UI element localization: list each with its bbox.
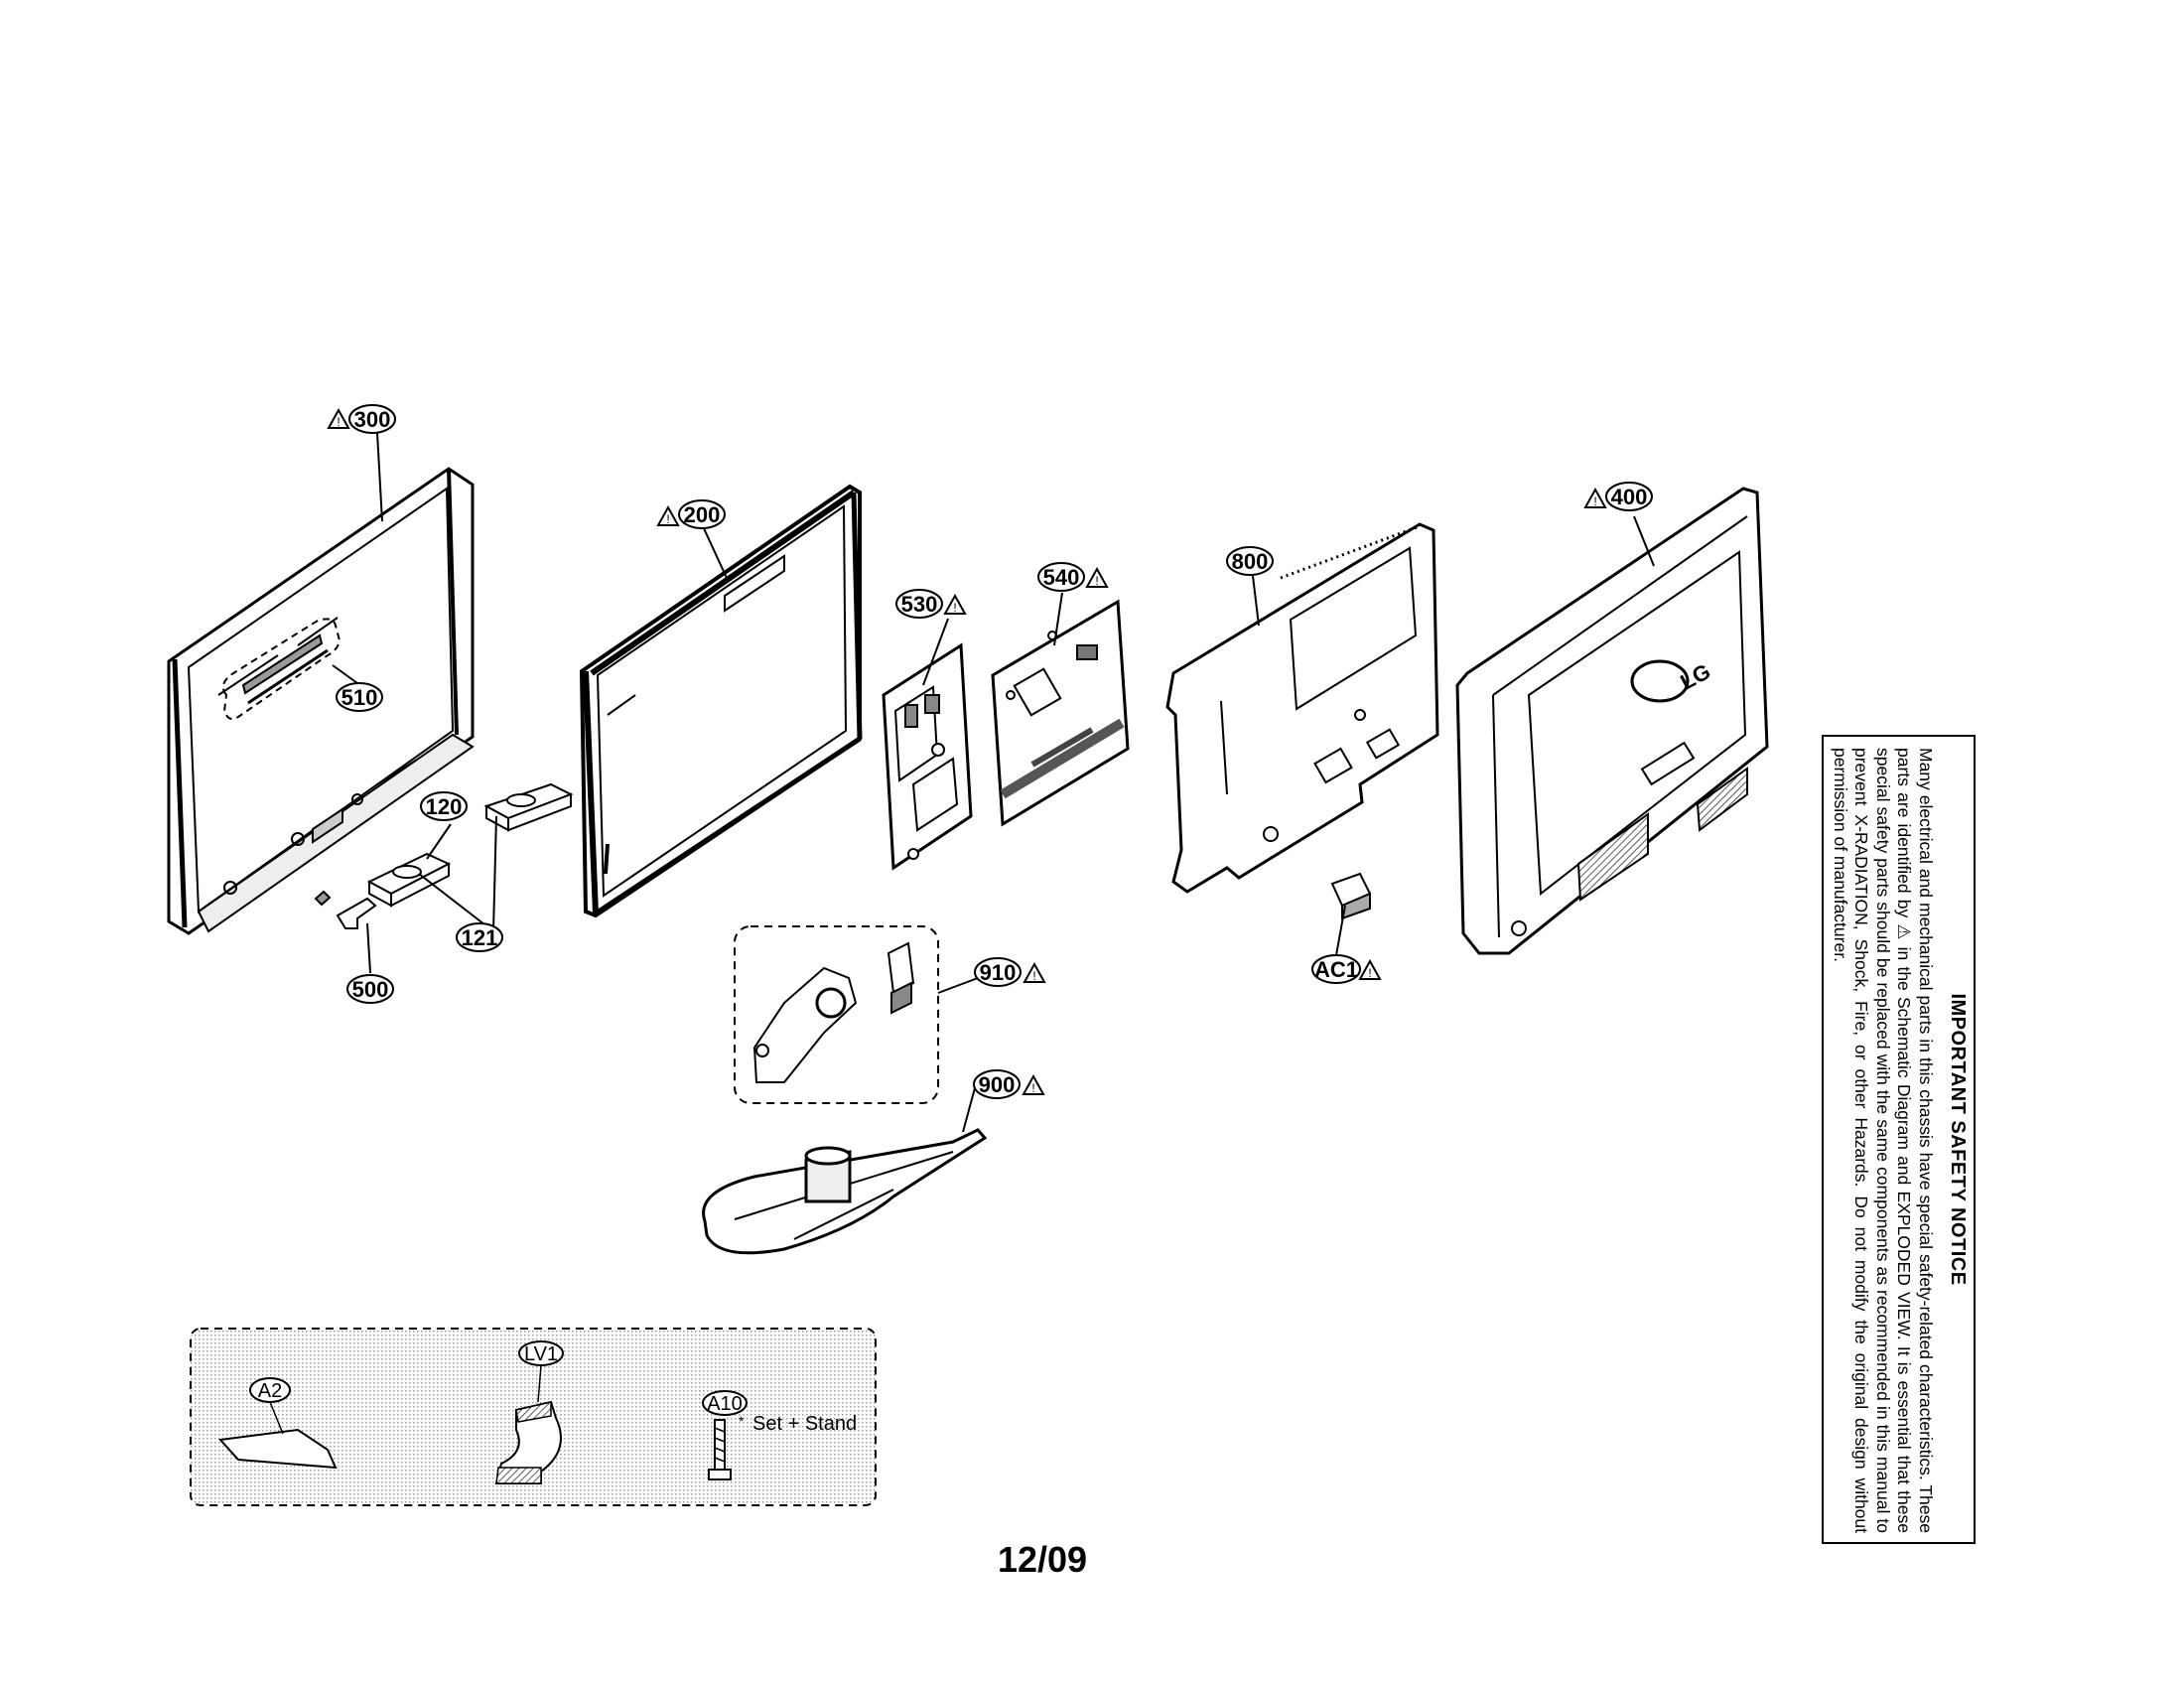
back-shield-part: [1165, 522, 1439, 894]
callout-120-label: 120: [426, 794, 463, 819]
svg-text:!: !: [1032, 969, 1035, 983]
svg-text:!: !: [953, 601, 956, 615]
accessory-a10-note: Set + Stand: [752, 1413, 857, 1435]
svg-text:!: !: [1368, 966, 1371, 980]
callout-500-label: 500: [352, 977, 389, 1002]
callout-800: 800: [1226, 546, 1274, 576]
speaker-part: [366, 782, 574, 908]
accessory-a2-label: A2: [258, 1380, 282, 1402]
callout-ac1: AC1 !: [1311, 954, 1382, 984]
stand-cover-part: [217, 1428, 338, 1470]
safety-notice-title: IMPORTANT SAFETY NOTICE: [1947, 993, 1969, 1286]
callout-900: 900 !: [973, 1069, 1045, 1099]
back-cover-part: LG: [1455, 487, 1769, 955]
main-board-part: [991, 599, 1130, 827]
callout-200-label: 200: [684, 502, 721, 527]
safety-notice: IMPORTANT SAFETY NOTICE Many electrical …: [1824, 740, 1973, 1539]
callout-300-label: 300: [354, 407, 391, 432]
callout-910: 910 !: [974, 957, 1046, 987]
stand-bracket-part: [734, 925, 939, 1104]
bracket-part: [314, 890, 377, 929]
accessory-a10-label: A10: [707, 1393, 743, 1415]
callout-530-label: 530: [901, 592, 938, 617]
svg-text:!: !: [666, 512, 669, 526]
page-number: 12/09: [997, 1539, 1088, 1580]
callout-400: ! 400: [1583, 482, 1653, 511]
safety-notice-box: [1822, 735, 1976, 1544]
callout-530: 530 !: [895, 589, 967, 619]
svg-text:*: *: [739, 1413, 745, 1429]
callout-540: 540 !: [1037, 562, 1109, 592]
callout-300: ! 300: [327, 404, 396, 434]
callout-400-label: 400: [1611, 485, 1648, 509]
svg-text:!: !: [337, 415, 340, 429]
leader-lines: [332, 432, 1655, 1133]
callout-540-label: 540: [1043, 565, 1080, 590]
callout-910-label: 910: [980, 960, 1017, 985]
panel-frame-part: [579, 484, 863, 918]
front-cabinet-part: [167, 467, 475, 935]
ac-inlet-part: [1330, 872, 1372, 920]
callout-500: 500: [346, 974, 394, 1004]
svg-text:!: !: [1095, 574, 1098, 588]
stand-base-part: [702, 1128, 988, 1255]
accessory-box: A2 LV1 A10 * Set + Stand: [190, 1328, 877, 1506]
callout-120: 120: [420, 791, 468, 821]
screw-part: [708, 1419, 732, 1480]
callout-ac1-label: AC1: [1314, 957, 1358, 982]
svg-text:!: !: [1031, 1081, 1034, 1095]
callout-121: 121: [456, 922, 503, 952]
svg-text:!: !: [1593, 494, 1596, 508]
callout-121-label: 121: [462, 925, 498, 950]
safety-notice-body: Many electrical and mechanical parts in …: [1831, 748, 1936, 1533]
callout-510: 510: [336, 682, 383, 712]
callout-900-label: 900: [979, 1072, 1016, 1097]
accessory-lv1-label: LV1: [524, 1343, 558, 1365]
power-board-part: [882, 642, 973, 871]
control-key-part: [221, 618, 341, 720]
callout-800-label: 800: [1232, 549, 1269, 574]
callout-510-label: 510: [341, 685, 378, 710]
callout-200: ! 200: [656, 499, 726, 529]
